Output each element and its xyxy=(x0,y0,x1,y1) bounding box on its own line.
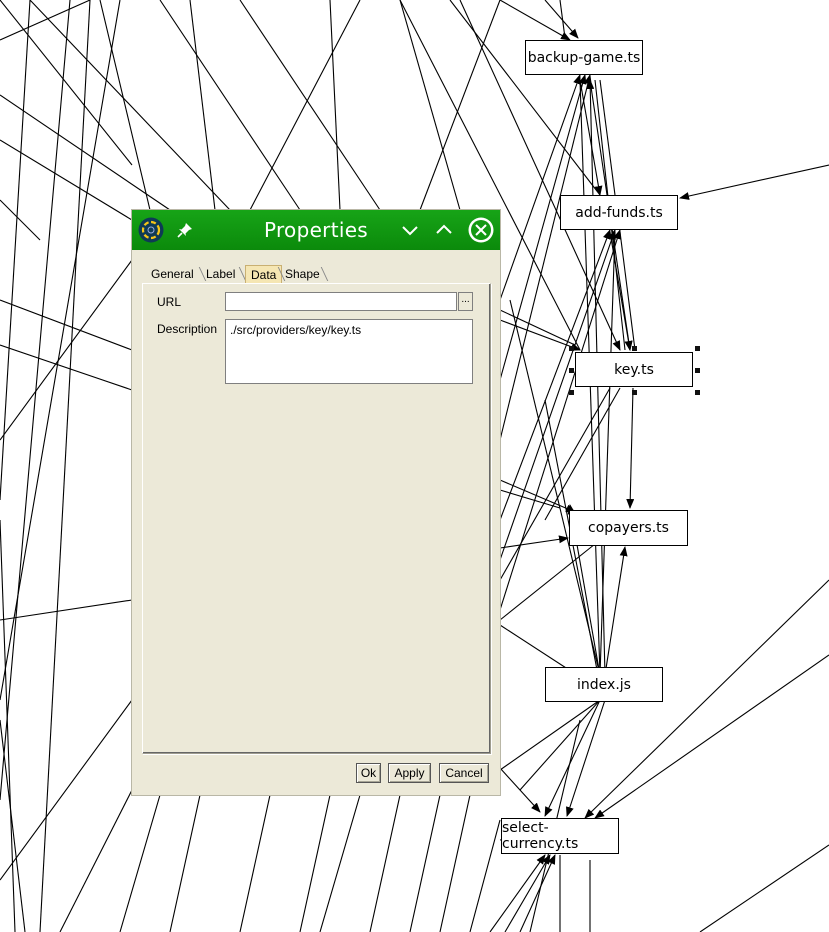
chevron-up-icon[interactable] xyxy=(432,218,456,242)
dialog-titlebar[interactable]: Properties xyxy=(132,210,500,250)
selection-handle[interactable] xyxy=(632,346,637,351)
app-logo-icon[interactable] xyxy=(138,217,164,243)
pin-icon[interactable] xyxy=(176,221,194,239)
selection-handle[interactable] xyxy=(569,368,574,373)
ok-button[interactable]: Ok xyxy=(356,763,381,783)
graph-node-select-currency[interactable]: select-currency.ts xyxy=(501,818,619,854)
selection-handle[interactable] xyxy=(695,390,700,395)
node-label: index.js xyxy=(577,676,631,693)
selection-handle[interactable] xyxy=(695,368,700,373)
tab-label[interactable]: Label xyxy=(206,267,236,281)
description-textarea[interactable]: ./src/providers/key/key.ts xyxy=(225,319,473,384)
chevron-down-icon[interactable] xyxy=(398,218,422,242)
node-label: add-funds.ts xyxy=(575,204,663,221)
node-label: key.ts xyxy=(614,361,654,378)
graph-node-add-funds[interactable]: add-funds.ts xyxy=(560,195,678,230)
data-tab-panel xyxy=(142,283,491,754)
properties-dialog: Properties General Label Data Shape URL … xyxy=(132,210,500,795)
selection-handle[interactable] xyxy=(695,346,700,351)
url-label: URL xyxy=(157,295,182,309)
node-label: backup-game.ts xyxy=(527,49,641,66)
selection-handle[interactable] xyxy=(569,390,574,395)
dialog-title: Properties xyxy=(263,218,369,242)
graph-node-copayers[interactable]: copayers.ts xyxy=(569,510,688,546)
graph-node-backup-game[interactable]: backup-game.ts xyxy=(525,40,643,75)
apply-button[interactable]: Apply xyxy=(388,763,431,783)
tab-shape[interactable]: Shape xyxy=(285,267,320,281)
graph-node-key[interactable]: key.ts xyxy=(575,352,693,387)
graph-node-index[interactable]: index.js xyxy=(545,667,663,702)
browse-button[interactable]: ... xyxy=(458,292,473,311)
selection-handle[interactable] xyxy=(569,346,574,351)
tab-general[interactable]: General xyxy=(151,267,194,281)
selection-handle[interactable] xyxy=(632,390,637,395)
node-label: select-currency.ts xyxy=(502,820,579,852)
description-label: Description xyxy=(157,322,218,336)
cancel-button[interactable]: Cancel xyxy=(439,763,489,783)
node-label: copayers.ts xyxy=(588,520,669,536)
tab-data[interactable]: Data xyxy=(245,265,283,283)
url-input[interactable] xyxy=(225,292,457,311)
close-icon[interactable] xyxy=(467,216,495,244)
